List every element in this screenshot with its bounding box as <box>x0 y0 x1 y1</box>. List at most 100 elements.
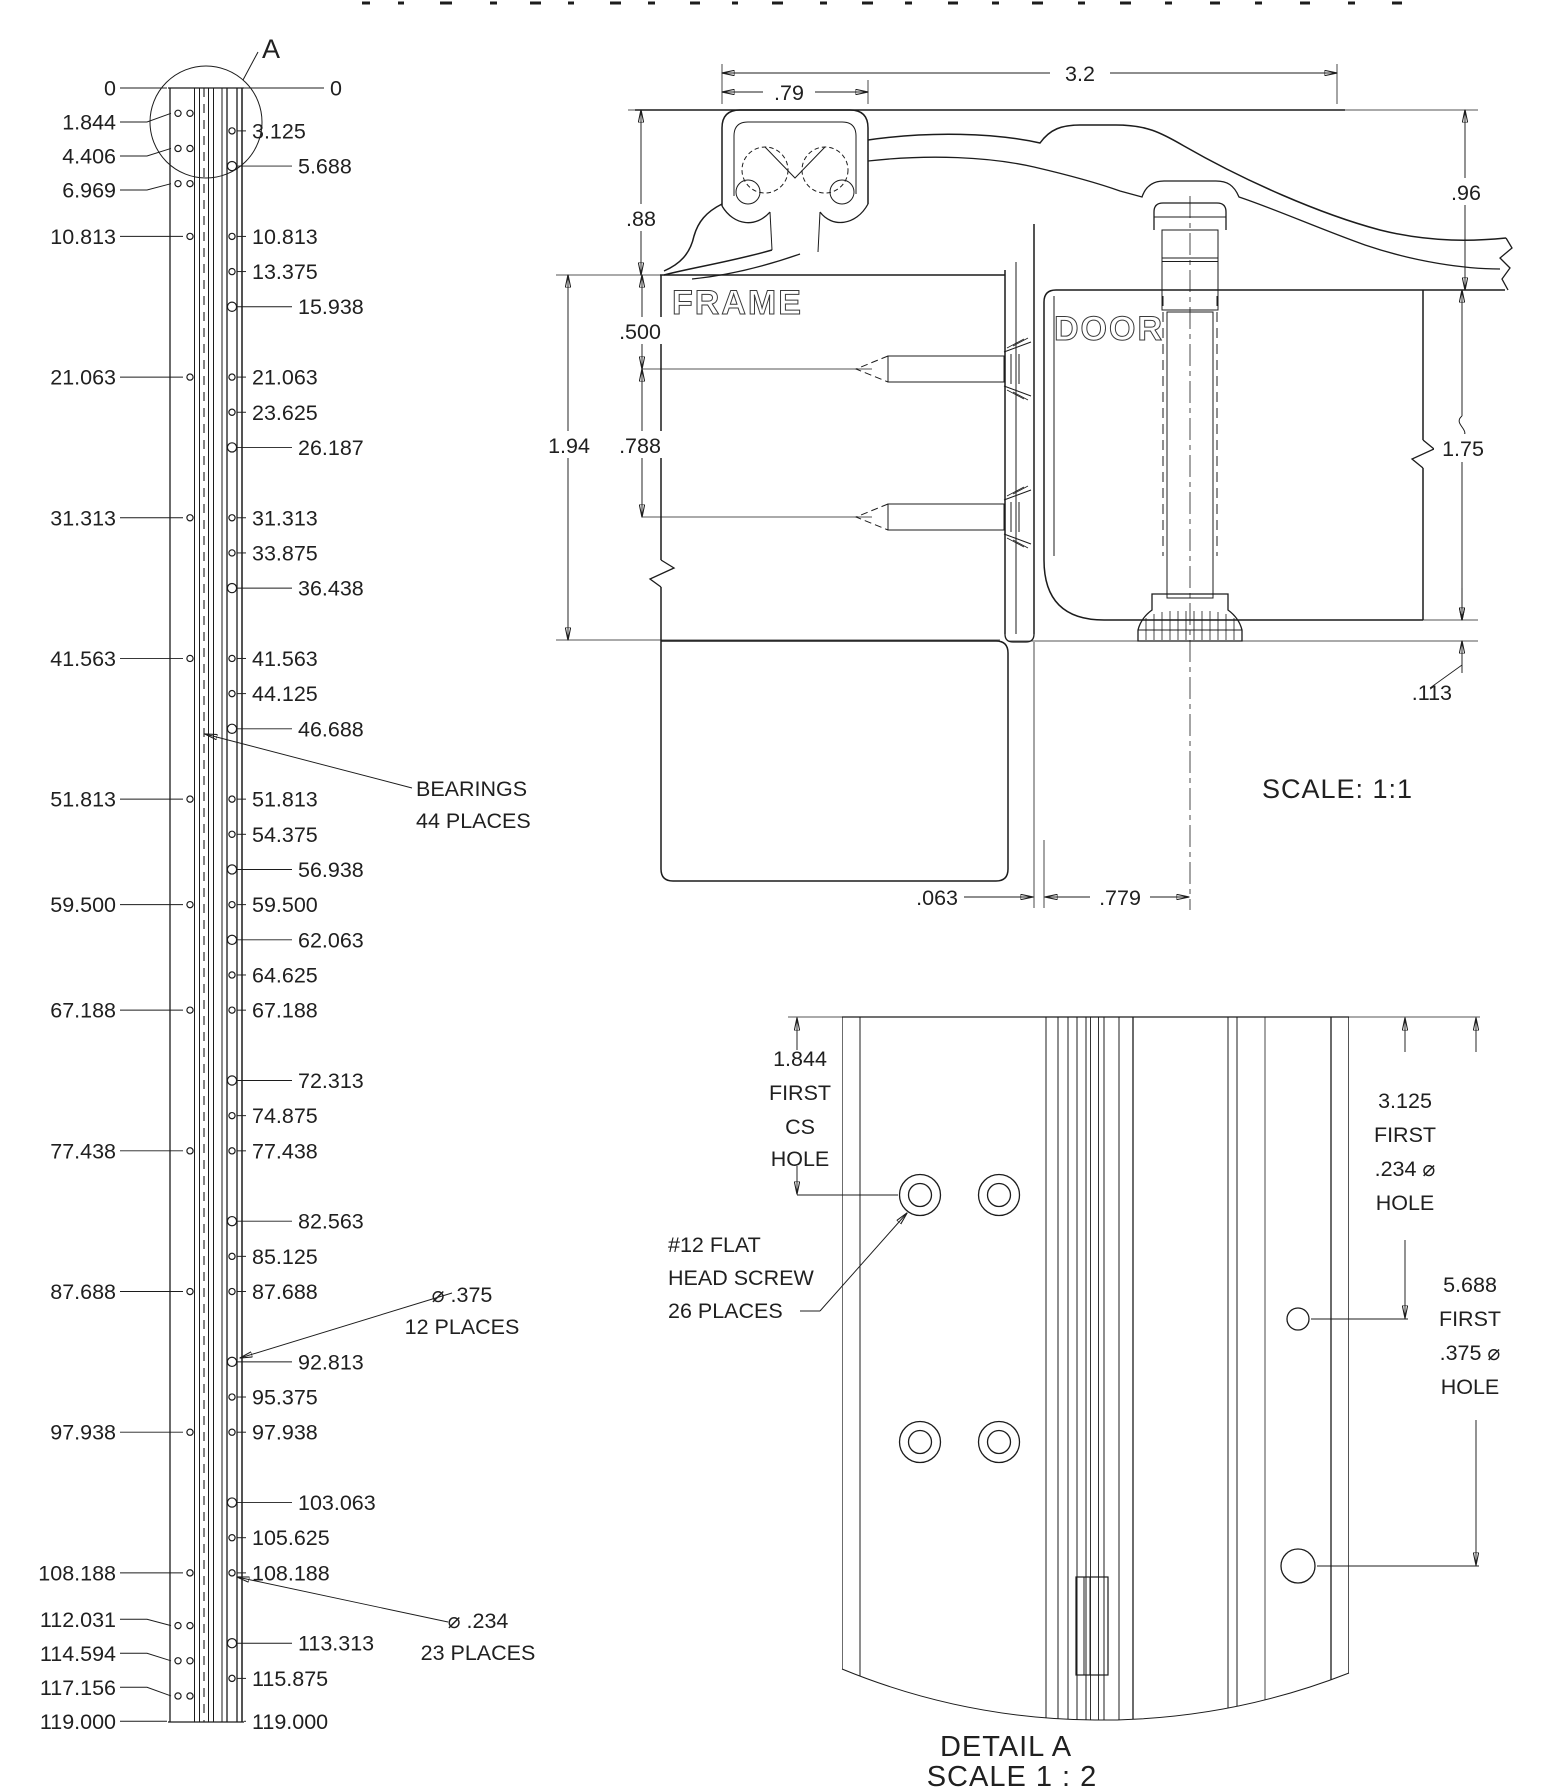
dim-label: 67.188 <box>50 999 116 1023</box>
leader-line <box>120 112 172 123</box>
hole-marker <box>228 971 236 979</box>
dim-overall: 3.2 <box>1065 62 1095 86</box>
hole-marker <box>226 1075 238 1086</box>
dim-left-height: .88 <box>626 207 656 231</box>
dim-label: 41.563 <box>252 647 318 671</box>
dim-label: 3.125 <box>252 119 306 143</box>
dim-leaf-length: 1.94 <box>548 434 590 458</box>
hole-marker <box>228 795 236 803</box>
svg-text:HEAD SCREW: HEAD SCREW <box>668 1266 814 1290</box>
hole-marker <box>186 900 194 909</box>
hole-marker <box>186 1428 194 1436</box>
hole-marker <box>186 1621 194 1630</box>
detail-a-strip <box>842 1017 1349 1721</box>
frame-body <box>648 274 1009 882</box>
dim-label: 85.125 <box>252 1245 318 1269</box>
section-scale-label: SCALE: 1:1 <box>1262 774 1413 804</box>
hole-marker <box>228 1674 236 1683</box>
hole-marker <box>228 1252 236 1261</box>
dim-gap: .063 <box>916 886 958 910</box>
dim-cap-width: .79 <box>774 81 804 105</box>
hole-marker <box>228 1393 236 1401</box>
dim-label: 23.625 <box>252 401 318 425</box>
frame-screw-bottom <box>642 485 1032 549</box>
hinge-plates <box>1004 224 1045 908</box>
dia-375-count-label: 12 PLACES <box>405 1315 520 1339</box>
door-label: DOOR <box>1054 310 1164 348</box>
dim-inset: .779 <box>1099 886 1141 910</box>
bearings-callout: BEARINGS 44 PLACES <box>205 734 531 833</box>
hole-marker <box>186 373 194 381</box>
hole-marker <box>186 109 194 118</box>
dim-label: 87.688 <box>252 1280 318 1304</box>
detail-a-marker-label: A <box>262 34 280 64</box>
hole-marker <box>228 549 236 557</box>
small-hole-dimension: 3.125 FIRST .234 ⌀ HOLE <box>1311 1018 1436 1320</box>
hole-marker <box>226 1356 238 1368</box>
svg-text:FIRST: FIRST <box>1374 1123 1436 1147</box>
hole-marker <box>228 232 236 241</box>
door-screw <box>1137 196 1243 910</box>
hole-marker <box>226 1497 238 1508</box>
dim-label: 46.688 <box>298 717 364 741</box>
hole-marker <box>228 689 236 698</box>
hole-marker <box>186 514 194 522</box>
large-drill-hole <box>1280 1548 1316 1584</box>
dim-screw-spacing: .788 <box>619 434 661 458</box>
hole-marker <box>228 900 236 909</box>
dim-label: 77.438 <box>50 1139 116 1163</box>
dim-label: 87.688 <box>50 1280 116 1304</box>
large-hole-dimension: 5.688 FIRST .375 ⌀ HOLE <box>1317 1018 1501 1567</box>
dim-label: 115.875 <box>252 1667 328 1691</box>
leader-line <box>120 183 172 191</box>
dim-label: 82.563 <box>298 1210 364 1234</box>
hole-marker <box>186 1006 194 1014</box>
dim-label: 59.500 <box>50 893 116 917</box>
dia-375-label: ⌀ .375 <box>432 1283 493 1307</box>
hole-marker <box>186 1692 194 1700</box>
detail-boundary-arc <box>841 1668 1350 1721</box>
dim-label: 108.188 <box>38 1561 116 1585</box>
hole-marker <box>226 442 238 453</box>
dim-label: 113.313 <box>298 1632 374 1656</box>
screw-callout-line1: #12 FLAT <box>668 1233 761 1257</box>
hole-marker <box>228 1287 236 1296</box>
dim-label: 0 <box>330 77 342 101</box>
hole-marker <box>186 1147 194 1155</box>
svg-text:HOLE: HOLE <box>1376 1191 1435 1215</box>
hole-marker <box>228 408 236 416</box>
flange-foot <box>1137 593 1243 642</box>
dim-label: 51.813 <box>252 788 318 812</box>
hole-marker <box>228 373 236 381</box>
screw-callout: #12 FLAT HEAD SCREW 26 PLACES <box>668 1213 907 1323</box>
hole-marker <box>228 1428 236 1436</box>
hole-marker <box>174 144 182 153</box>
dim-label: 56.938 <box>298 858 364 882</box>
door-leaf-profile <box>867 124 1513 291</box>
hole-marker <box>186 654 194 663</box>
leader-line <box>120 1686 172 1697</box>
dim-label: 41.563 <box>50 647 116 671</box>
svg-text:.375 ⌀: .375 ⌀ <box>1440 1341 1501 1365</box>
leader-line <box>120 1652 172 1662</box>
door-body <box>1008 289 1505 642</box>
break-wave <box>1499 237 1513 291</box>
small-drill-hole <box>1286 1307 1310 1331</box>
hole-marker <box>186 232 194 241</box>
detail-a-scale: SCALE 1 : 2 <box>927 1761 1098 1791</box>
detail-a-caption: DETAIL A <box>940 1731 1072 1763</box>
dim-label: 62.063 <box>298 928 364 952</box>
frame-screw-top <box>642 337 1032 401</box>
svg-text:CS: CS <box>785 1115 815 1139</box>
bearing-slider <box>1075 1576 1109 1676</box>
hole-marker <box>174 109 182 118</box>
dim-label: 97.938 <box>252 1421 318 1445</box>
hole-marker <box>226 582 238 594</box>
dim-label: 119.000 <box>252 1710 328 1734</box>
hole-marker <box>226 723 238 734</box>
hole-marker <box>228 654 236 663</box>
countersunk-holes <box>898 1173 1021 1464</box>
hole-marker <box>228 127 236 135</box>
hole-marker <box>228 514 236 522</box>
